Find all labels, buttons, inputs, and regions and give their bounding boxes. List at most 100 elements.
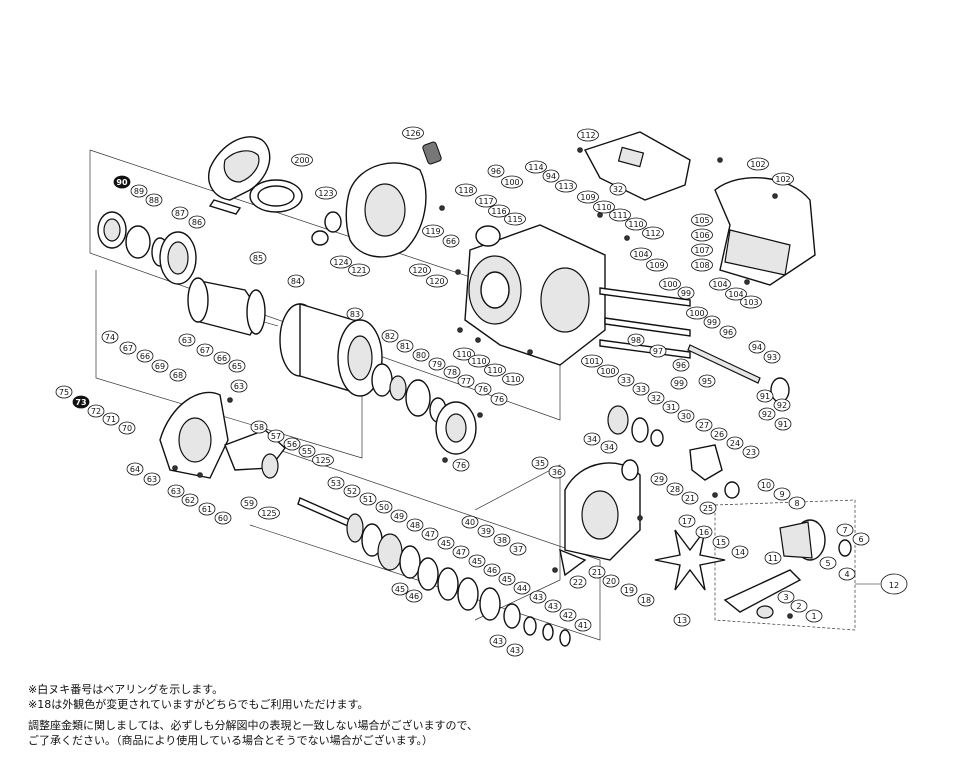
- callout-label: 88: [145, 193, 163, 207]
- svg-text:98: 98: [631, 336, 641, 345]
- callout-label: 98: [627, 333, 645, 347]
- callout-label: 28: [666, 482, 684, 496]
- callout-label: 19: [620, 583, 638, 597]
- callout-label: 96: [719, 325, 737, 339]
- svg-text:19: 19: [624, 586, 634, 595]
- svg-text:38: 38: [497, 536, 507, 545]
- callout-label: 100: [659, 277, 681, 291]
- callout-label: 104: [630, 247, 652, 261]
- svg-text:100: 100: [689, 309, 704, 318]
- group-frames: [89, 149, 880, 641]
- callout-label: 113: [555, 179, 577, 193]
- svg-text:66: 66: [140, 352, 150, 361]
- callout-label: 94: [748, 340, 766, 354]
- callout-label: 109: [577, 190, 599, 204]
- callout-label: 109: [646, 258, 668, 272]
- note-bearing: ※白ヌキ番号はベアリングを示します。: [28, 683, 224, 696]
- callout-label: 12: [880, 573, 908, 595]
- svg-text:74: 74: [105, 333, 115, 342]
- part-handle-frame: [559, 459, 641, 577]
- svg-text:47: 47: [425, 530, 435, 539]
- svg-text:63: 63: [147, 475, 157, 484]
- callout-label: 23: [742, 445, 760, 459]
- svg-text:76: 76: [456, 461, 466, 470]
- part-handle-side-plate: [159, 391, 229, 479]
- callout-label: 14: [731, 545, 749, 559]
- svg-text:94: 94: [752, 343, 762, 352]
- svg-text:23: 23: [746, 448, 756, 457]
- callout-label: 31: [662, 400, 680, 414]
- callout-label: 125: [258, 506, 280, 520]
- svg-text:51: 51: [363, 495, 373, 504]
- callout-label: 39: [477, 524, 495, 538]
- callout-label: 114: [525, 160, 547, 174]
- svg-text:76: 76: [494, 395, 504, 404]
- callout-label: 77: [457, 374, 475, 388]
- callout-label: 3: [777, 590, 795, 604]
- part-main-shaft-stack: [297, 497, 571, 647]
- svg-text:119: 119: [425, 227, 440, 236]
- callout-label: 18: [637, 593, 655, 607]
- callout-label: 43: [544, 599, 562, 613]
- callout-label: 69: [151, 359, 169, 373]
- callout-label: 21: [588, 565, 606, 579]
- svg-text:70: 70: [122, 424, 132, 433]
- svg-text:125: 125: [315, 456, 330, 465]
- part-shafts: [599, 287, 790, 403]
- callout-label: 42: [559, 608, 577, 622]
- callout-label: 97: [649, 344, 667, 358]
- callout-label: 76: [474, 382, 492, 396]
- svg-text:63: 63: [234, 382, 244, 391]
- svg-text:71: 71: [106, 415, 116, 424]
- callout-label: 15: [712, 535, 730, 549]
- svg-text:58: 58: [254, 423, 264, 432]
- svg-text:110: 110: [596, 203, 611, 212]
- callout-label: 103: [740, 295, 762, 309]
- callout-label: 95: [698, 374, 716, 388]
- part-side-plate: [311, 162, 427, 258]
- svg-text:4: 4: [844, 570, 849, 579]
- callout-label: 66: [213, 351, 231, 365]
- part-star-drag: [654, 529, 726, 591]
- callout-label: 107: [691, 243, 713, 257]
- part-pinion-stack: [371, 363, 477, 455]
- callout-label: 33: [617, 373, 635, 387]
- svg-text:33: 33: [636, 385, 646, 394]
- callout-label: 37: [509, 542, 527, 556]
- svg-text:94: 94: [546, 172, 556, 181]
- part-handle-knob: [779, 519, 852, 561]
- svg-text:30: 30: [681, 412, 691, 421]
- svg-text:100: 100: [600, 367, 615, 376]
- svg-text:79: 79: [432, 360, 442, 369]
- callout-label: 59: [240, 496, 258, 510]
- svg-text:44: 44: [517, 584, 527, 593]
- svg-text:46: 46: [487, 566, 497, 575]
- svg-text:39: 39: [481, 527, 491, 536]
- svg-text:18: 18: [641, 596, 651, 605]
- svg-text:34: 34: [587, 435, 597, 444]
- callout-label: 110: [453, 347, 475, 361]
- callout-label: 121: [348, 263, 370, 277]
- svg-text:32: 32: [613, 185, 623, 194]
- callout-label: 110: [484, 363, 506, 377]
- callout-label: 33: [632, 382, 650, 396]
- callout-label: 11: [764, 551, 782, 565]
- callout-label: 63: [230, 379, 248, 393]
- callout-label: 63: [143, 472, 161, 486]
- part-shapes: [97, 131, 852, 647]
- callout-label: 9: [773, 487, 791, 501]
- svg-text:110: 110: [628, 220, 643, 229]
- callout-label: 34: [600, 440, 618, 454]
- callout-label: 115: [504, 212, 526, 226]
- svg-text:45: 45: [502, 575, 512, 584]
- svg-text:117: 117: [478, 197, 493, 206]
- callout-label: 67: [119, 341, 137, 355]
- callout-label: 110: [625, 217, 647, 231]
- svg-text:11: 11: [768, 554, 778, 563]
- svg-text:41: 41: [578, 621, 588, 630]
- svg-text:200: 200: [294, 156, 309, 165]
- callout-bearing-label: 90: [113, 175, 131, 189]
- callout-label: 83: [346, 307, 364, 321]
- callout-label: 68: [169, 368, 187, 382]
- callout-label: 125: [312, 453, 334, 467]
